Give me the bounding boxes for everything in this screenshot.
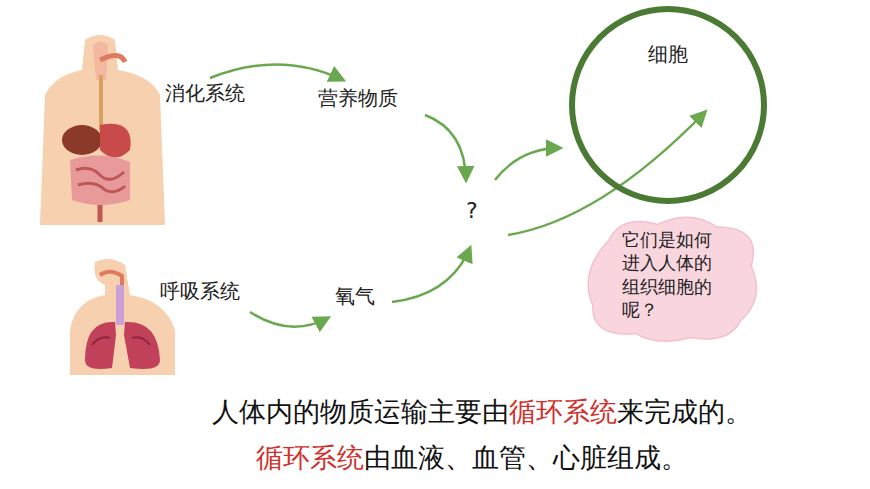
highlight-text: 循环系统 [509, 394, 617, 430]
statement-text: 来完成的。 [617, 394, 752, 430]
flow-arrow [425, 115, 466, 180]
flow-arrow [250, 312, 328, 327]
statement-line: 循环系统由血液、血管、心脏组成。 [256, 440, 688, 476]
circle-outline [568, 5, 768, 205]
flow-label: 消化系统 [165, 80, 245, 107]
cell-circle: 细胞 [568, 5, 768, 205]
question-cloud: 它们是如何 进入人体的 组织细胞的 呢？ [582, 214, 762, 344]
flow-arrow [392, 248, 470, 302]
respiratory-figure [70, 259, 175, 375]
digestive-figure [40, 35, 165, 225]
highlight-text: 循环系统 [256, 440, 364, 476]
flow-label: 呼吸系统 [160, 278, 240, 305]
flow-arrow [210, 64, 343, 80]
question-mark: ? [466, 198, 478, 223]
node-text: 它们是如何 进入人体的 组织细胞的 呢？ [622, 228, 723, 322]
flow-label: 营养物质 [318, 85, 398, 112]
flow-label: 氧气 [335, 283, 375, 310]
statement-text: 人体内的物质运输主要由 [212, 394, 509, 430]
flow-arrow [495, 148, 560, 180]
statement-line: 人体内的物质运输主要由循环系统来完成的。 [212, 394, 752, 430]
node-text: 细胞 [568, 5, 768, 68]
flow-arrow [508, 112, 705, 235]
statement-text: 由血液、血管、心脏组成。 [364, 440, 688, 476]
